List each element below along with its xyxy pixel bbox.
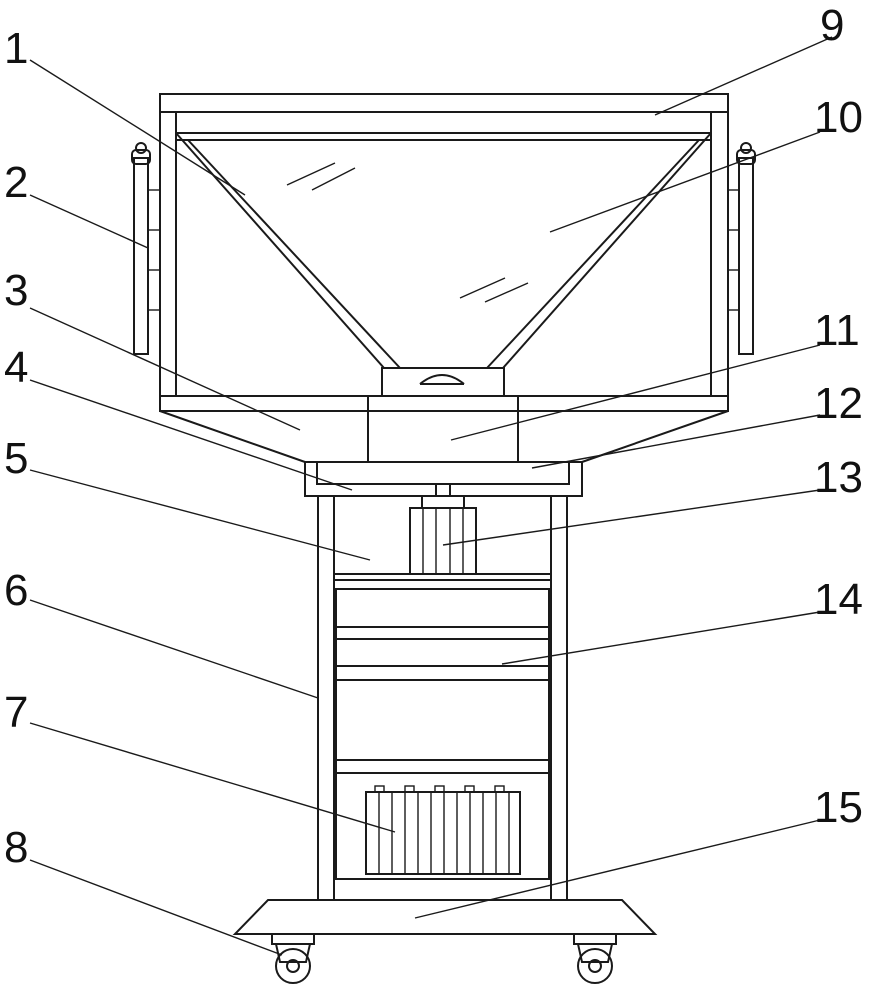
leader-13 bbox=[442, 489, 821, 546]
outlet-valve bbox=[419, 374, 465, 385]
leader-2 bbox=[29, 194, 149, 249]
label-13: 13 bbox=[814, 453, 863, 502]
leader-15 bbox=[414, 819, 821, 919]
left-wheel bbox=[271, 933, 315, 984]
funnel bbox=[175, 132, 712, 397]
right-handle bbox=[728, 142, 756, 355]
base-plate bbox=[232, 899, 658, 935]
leader-lines bbox=[29, 36, 833, 956]
label-15: 15 bbox=[814, 783, 863, 832]
hopper-frame bbox=[159, 93, 729, 412]
label-4: 4 bbox=[4, 343, 28, 392]
label-1: 1 bbox=[4, 24, 28, 73]
label-7: 7 bbox=[4, 688, 28, 737]
label-8: 8 bbox=[4, 823, 28, 872]
leader-3 bbox=[29, 307, 301, 431]
top-frame-bar bbox=[159, 93, 729, 113]
label-6: 6 bbox=[4, 566, 28, 615]
leader-14 bbox=[501, 611, 821, 665]
leader-8 bbox=[29, 859, 283, 956]
label-10: 10 bbox=[814, 93, 863, 142]
left-handle bbox=[131, 142, 160, 355]
label-14: 14 bbox=[814, 575, 863, 624]
funnel-outlet bbox=[381, 367, 505, 397]
label-2: 2 bbox=[4, 158, 28, 207]
right-column bbox=[550, 495, 568, 901]
label-9: 9 bbox=[820, 1, 844, 50]
leader-6 bbox=[29, 599, 319, 699]
leader-4 bbox=[29, 379, 353, 491]
leader-7 bbox=[29, 722, 396, 833]
leader-1 bbox=[29, 59, 246, 196]
label-5: 5 bbox=[4, 434, 28, 483]
label-12: 12 bbox=[814, 379, 863, 428]
leader-5 bbox=[29, 469, 371, 561]
right-frame-post bbox=[710, 111, 729, 397]
motor bbox=[409, 483, 477, 575]
leader-11 bbox=[450, 344, 821, 441]
left-frame-post bbox=[159, 111, 177, 397]
battery-pack bbox=[365, 785, 521, 875]
leader-12 bbox=[531, 414, 821, 469]
label-3: 3 bbox=[4, 266, 28, 315]
inner-panel bbox=[335, 588, 550, 880]
right-wheel bbox=[573, 933, 617, 984]
label-11: 11 bbox=[814, 306, 860, 355]
support-brackets bbox=[159, 410, 729, 463]
leader-9 bbox=[654, 36, 833, 116]
leader-10 bbox=[549, 131, 821, 233]
left-column bbox=[317, 495, 335, 901]
hopper-base-plate bbox=[159, 395, 729, 412]
callout-labels: 1 2 3 4 5 6 7 8 9 10 11 12 13 14 15 bbox=[4, 1, 863, 872]
